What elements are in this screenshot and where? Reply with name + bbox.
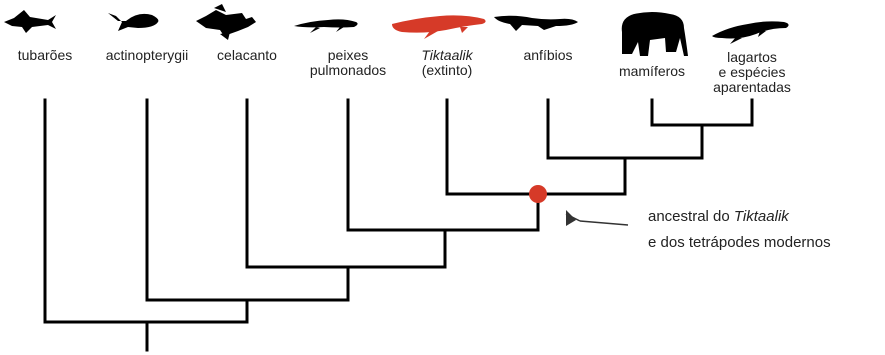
label-actinopterygii: actinopterygii — [106, 48, 189, 63]
label-celacanto: celacanto — [217, 48, 277, 63]
node-osteichthyes — [147, 300, 348, 322]
ancestor-node — [529, 185, 547, 203]
label-mamiferos: mamíferos — [619, 64, 685, 79]
label-anfibios: anfíbios — [523, 48, 572, 63]
label-tiktaalik: Tiktaalik (extinto) — [421, 48, 472, 78]
annotation-arrow — [566, 210, 628, 226]
node-amniotes — [652, 125, 752, 158]
label-tubaroes: tubarões — [18, 48, 72, 63]
ancestor-annotation: ancestral do Tiktaalik — [648, 209, 789, 225]
coelacanth-icon — [196, 4, 256, 40]
node-sarcopterygii-lung — [348, 230, 538, 267]
lungfish-icon — [294, 19, 358, 33]
node-root — [45, 322, 247, 350]
shark-icon — [4, 10, 56, 33]
tiktaalik-icon — [392, 15, 486, 39]
ancestor-annotation-line2: e dos tetrápodes modernos — [648, 235, 831, 251]
node-tetrapods — [548, 158, 702, 194]
amphibian-icon — [494, 16, 578, 31]
label-lagartos: lagartos e espécies aparentadas — [713, 50, 791, 95]
ray-finned-fish-icon — [108, 13, 158, 31]
label-peixes-pulmonados: peixes pulmonados — [310, 48, 386, 78]
elephant-icon — [622, 12, 688, 56]
node-sarcopterygii — [247, 267, 445, 300]
lizard-icon — [712, 21, 789, 44]
